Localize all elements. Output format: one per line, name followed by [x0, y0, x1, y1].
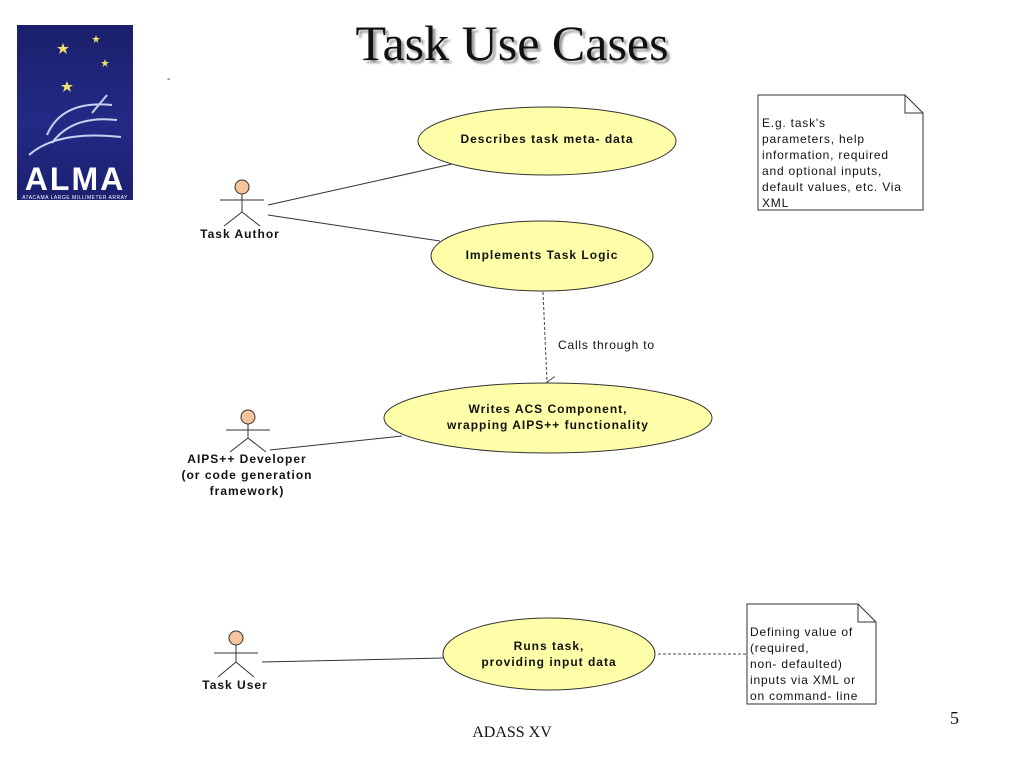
note-line: parameters, help [762, 132, 865, 146]
use-case-label-line: Runs task, [514, 639, 585, 653]
logo-subtitle: ATACAMA LARGE MILLIMETER ARRAY [22, 195, 128, 201]
stray-dash: - [167, 74, 171, 85]
actor-aips-developer: AIPS++ Developer (or code generation fra… [181, 409, 312, 498]
note-line: E.g. task's [762, 116, 826, 130]
actor-label: Task User [202, 678, 267, 692]
alma-logo: ALMA ATACAMA LARGE MILLIMETER ARRAY [17, 25, 133, 201]
star-icon [92, 35, 100, 43]
note-line: inputs via XML or [750, 673, 856, 687]
use-case-label: Implements Task Logic [466, 248, 619, 262]
association-author-implements [267, 214, 441, 242]
use-case-writes-component: Writes ACS Component, wrapping AIPS++ fu… [383, 382, 713, 454]
note-line: XML [762, 196, 789, 210]
association-author-describes [267, 163, 453, 206]
use-case-describes-metadata: Describes task meta- data [417, 106, 677, 176]
alma-logo-graphic [28, 35, 122, 156]
dependency-label: Calls through to [558, 338, 655, 352]
actor-label-line: (or code generation [181, 468, 312, 482]
actor-label-line: framework) [210, 484, 285, 498]
use-case-label-line: wrapping AIPS++ functionality [446, 418, 649, 432]
actor-label: Task Author [200, 227, 280, 241]
star-icon [57, 43, 69, 54]
note-line: information, required [762, 148, 889, 162]
note-line: (required, [750, 641, 809, 655]
actor-task-author: Task Author [200, 179, 280, 241]
use-case-label-line: Writes ACS Component, [468, 402, 627, 416]
actor-label-line: AIPS++ Developer [187, 452, 306, 466]
star-icon [61, 81, 73, 92]
slide-title: Task Use Cases [355, 15, 669, 71]
note-line: default values, etc. Via [762, 180, 902, 194]
actor-icon [226, 409, 270, 453]
note-metadata-details: E.g. task's parameters, help information… [757, 94, 924, 211]
use-case-label: Describes task meta- data [460, 132, 633, 146]
association-developer-writes [269, 435, 403, 451]
dependency-calls-through [542, 291, 556, 388]
actor-icon [214, 630, 258, 678]
actor-icon [220, 179, 264, 227]
page-number: 5 [950, 708, 959, 728]
association-user-runs [261, 657, 445, 663]
logo-wordmark: ALMA [24, 161, 126, 197]
slide-footer: ADASS XV [472, 724, 552, 741]
note-line: and optional inputs, [762, 164, 882, 178]
star-icon [101, 59, 109, 67]
use-case-implements-logic: Implements Task Logic [430, 220, 654, 292]
note-input-values: Defining value of (required, non- defaul… [746, 603, 877, 705]
use-case-label-line: providing input data [481, 655, 616, 669]
actor-task-user: Task User [202, 630, 267, 692]
note-line: Defining value of [750, 625, 853, 639]
antenna-icon [28, 94, 122, 156]
use-case-runs-task: Runs task, providing input data [442, 617, 656, 691]
note-line: non- defaulted) [750, 657, 843, 671]
note-line: on command- line [750, 689, 858, 703]
